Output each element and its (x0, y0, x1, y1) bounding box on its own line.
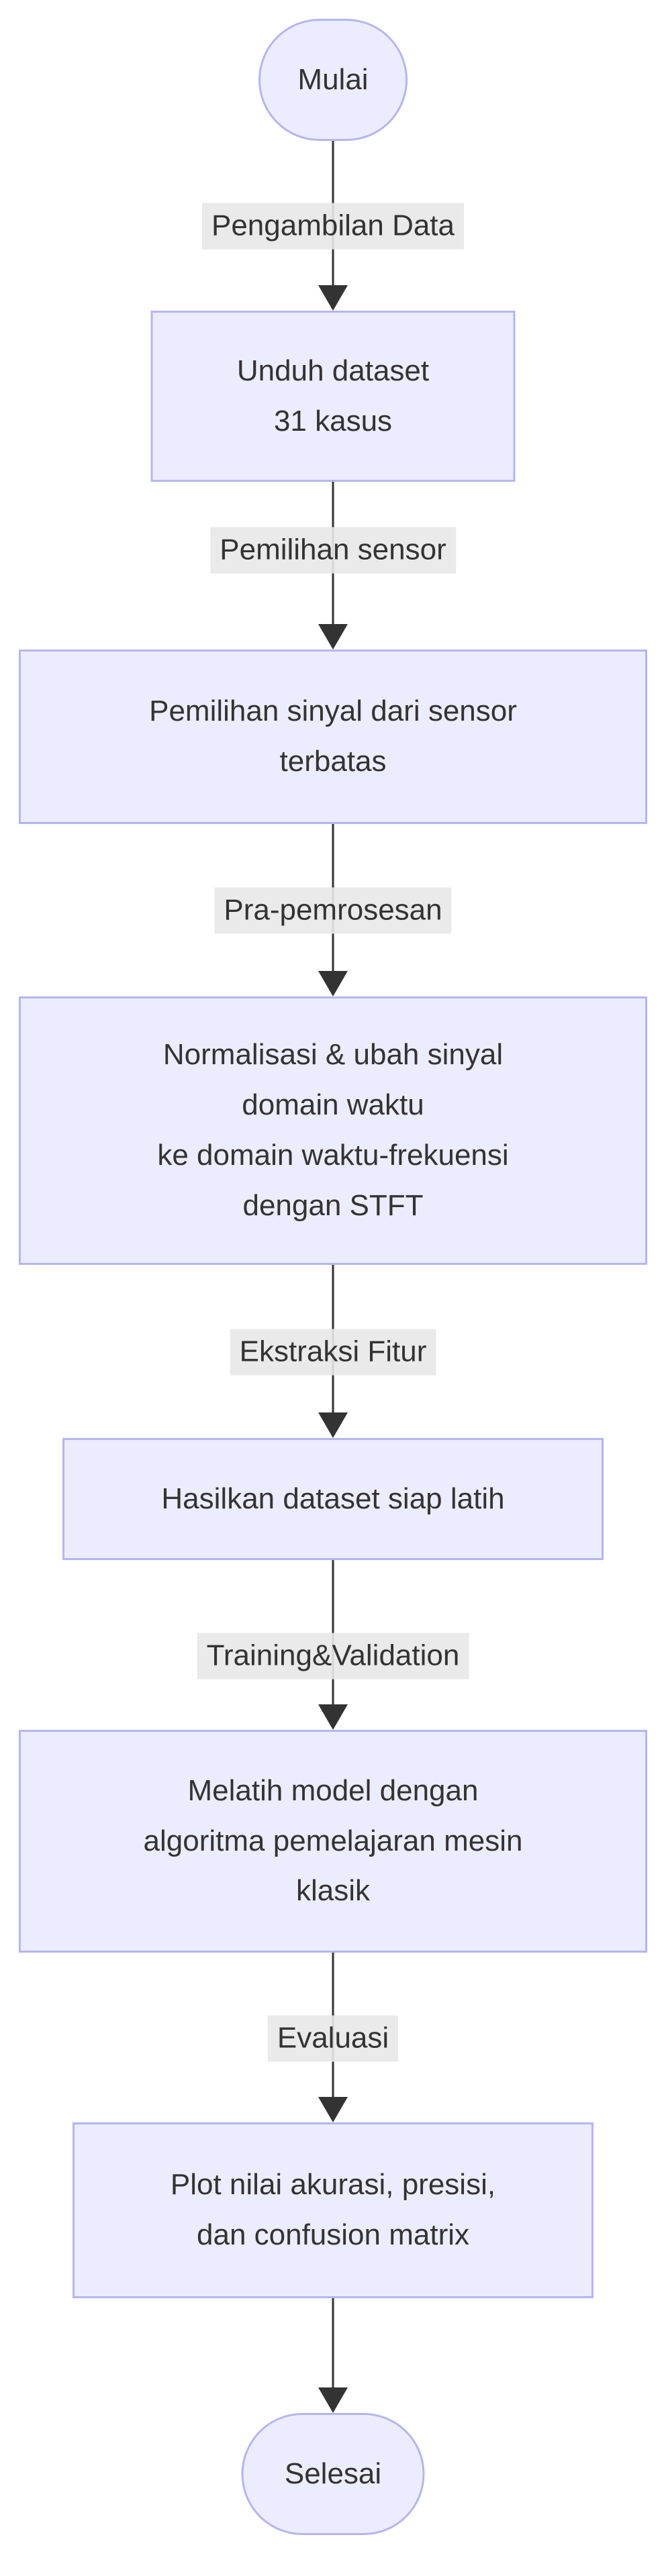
arrowhead-icon (318, 2387, 348, 2413)
edge-label-pengambilan-data: Pengambilan Data (201, 203, 465, 250)
process-box-line: domain waktu (242, 1088, 424, 1122)
edge-line-7 (332, 2298, 334, 2387)
process-box-melatih-model: Melatih model dengan algoritma pemelajar… (19, 1730, 647, 1953)
process-box-line: 31 kasus (273, 404, 393, 437)
process-box-line: Plot nilai akurasi, presisi, (170, 2168, 496, 2202)
process-box-normalisasi-stft: Normalisasi & ubah sinyal domain waktu k… (19, 996, 647, 1265)
end-node: Selesai (241, 2413, 425, 2535)
process-box-line: Pemilihan sinyal dari sensor (149, 694, 517, 728)
edge-label-training-validation: Training&Validation (197, 1633, 469, 1680)
process-box-hasilkan-dataset: Hasilkan dataset siap latih (62, 1438, 604, 1560)
process-box-line: Unduh dataset (236, 354, 430, 387)
edge-label-evaluasi: Evaluasi (267, 2015, 399, 2062)
process-box-line: Melatih model dengan (187, 1773, 479, 1807)
process-box-line: algoritma pemelajaran mesin (143, 1824, 523, 1857)
edge-label-pra-pemrosesan: Pra-pemrosesan (214, 887, 452, 934)
process-box-pemilihan-sinyal: Pemilihan sinyal dari sensor terbatas (19, 650, 647, 824)
process-box-line: dengan STFT (242, 1188, 424, 1222)
start-node: Mulai (258, 19, 408, 141)
edge-line-5 (332, 1560, 334, 1704)
process-box-line: Hasilkan dataset siap latih (161, 1482, 505, 1515)
process-box-line: ke domain waktu-frekuensi (157, 1139, 509, 1172)
start-node-label: Mulai (297, 62, 369, 96)
arrowhead-icon (318, 1704, 348, 1730)
arrowhead-icon (318, 971, 348, 996)
arrowhead-icon (318, 1412, 348, 1438)
process-box-line: terbatas (279, 745, 387, 778)
end-node-label: Selesai (284, 2457, 382, 2490)
process-box-line: Normalisasi & ubah sinyal (162, 1038, 504, 1072)
process-box-line: klasik (295, 1874, 371, 1908)
process-box-unduh-dataset: Unduh dataset 31 kasus (150, 311, 516, 482)
edge-label-ekstraksi-fitur: Ekstraksi Fitur (230, 1329, 436, 1376)
edge-label-pemilihan-sensor: Pemilihan sensor (210, 527, 456, 574)
arrowhead-icon (318, 624, 348, 650)
arrowhead-icon (318, 285, 348, 311)
arrowhead-icon (318, 2097, 348, 2122)
process-box-line: dan confusion matrix (197, 2218, 469, 2251)
process-box-plot-hasil: Plot nilai akurasi, presisi, dan confusi… (73, 2122, 593, 2298)
